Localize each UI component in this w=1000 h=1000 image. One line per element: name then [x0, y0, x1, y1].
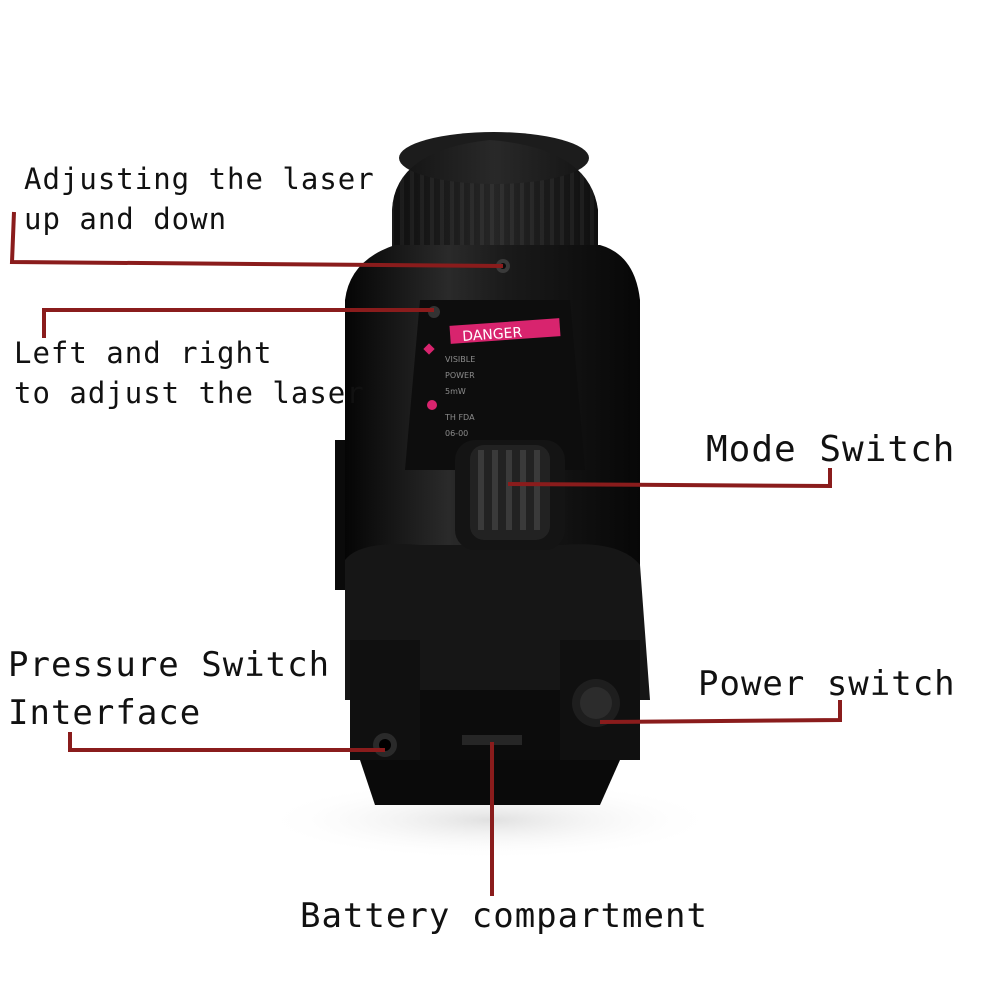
- callout-pressure-switch: Pressure Switch Interface: [8, 645, 330, 741]
- callout-adjust-left-right-line-2: to adjust the laser: [14, 376, 365, 410]
- mode-switch-knob: [455, 440, 565, 550]
- callout-adjust-left-right: Left and right to adjust the laser: [14, 336, 365, 416]
- warning-label: DANGER VISIBLE POWER 5mW TH FDA 06-00: [405, 300, 585, 470]
- callout-pressure-switch-line-1: Pressure Switch: [8, 645, 331, 685]
- callout-mode-switch: Mode Switch: [706, 429, 956, 470]
- warning-line-3: 5mW: [445, 387, 466, 396]
- warning-line-4: TH FDA: [444, 413, 475, 422]
- warning-line-5: 06-00: [445, 429, 468, 438]
- callout-adjust-up-down: Adjusting the laser up and down: [24, 162, 375, 242]
- callout-adjust-left-right-line-1: Left and right: [14, 336, 273, 370]
- callout-pressure-switch-line-2: Interface: [8, 693, 202, 733]
- warning-line-2: POWER: [445, 371, 475, 380]
- windage-screw: [428, 306, 440, 318]
- callout-adjust-up-down-line-1: Adjusting the laser: [24, 162, 375, 196]
- callout-battery-compartment: Battery compartment: [300, 896, 708, 936]
- callout-power-switch: Power switch: [698, 664, 956, 704]
- warning-line-1: VISIBLE: [445, 355, 475, 364]
- warning-label-title: DANGER: [462, 325, 523, 345]
- callout-adjust-up-down-line-2: up and down: [24, 202, 228, 236]
